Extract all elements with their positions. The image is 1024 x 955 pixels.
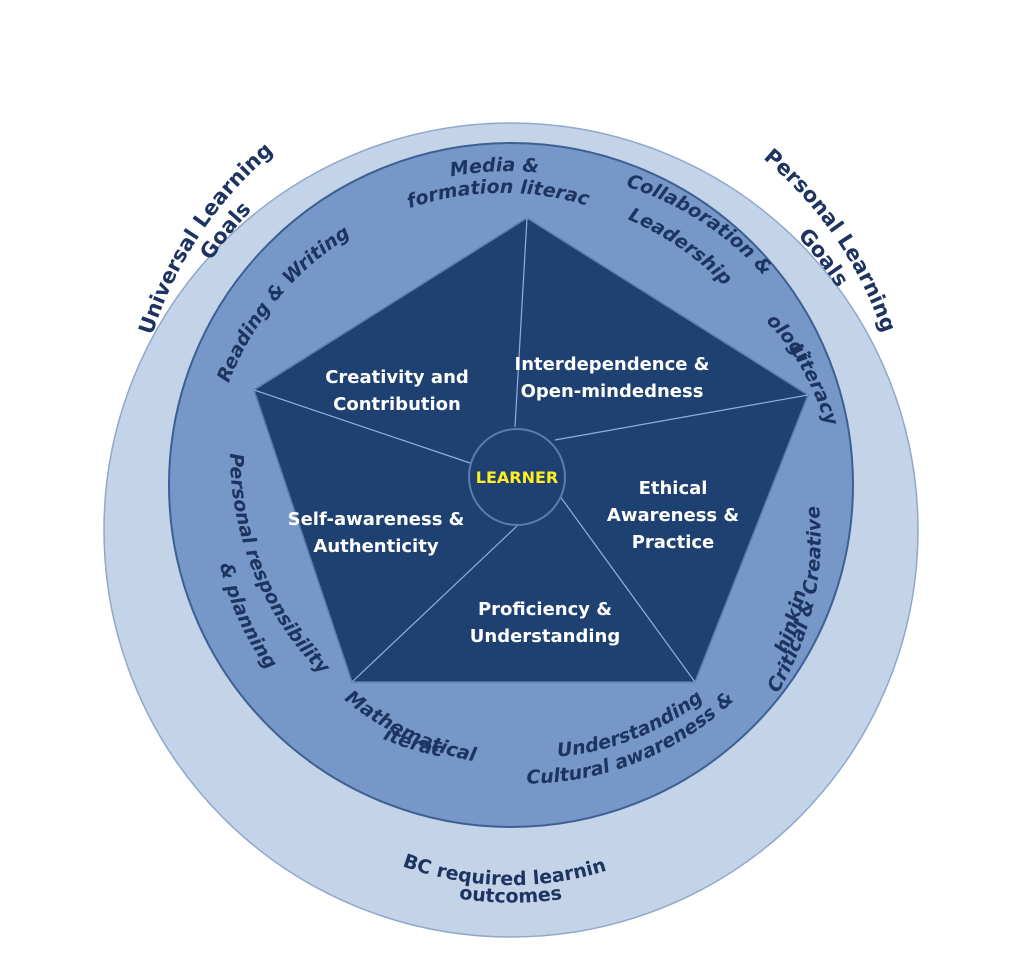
segment-ethical-line-1: Ethical	[639, 478, 708, 499]
segment-creativity-line-1: Creativity and	[325, 367, 469, 388]
segment-self-awareness: Self-awareness & Authenticity	[288, 509, 465, 557]
divider-left	[253, 389, 477, 466]
segment-ethical: Ethical Awareness & Practice	[607, 478, 739, 553]
segment-creativity-line-2: Contribution	[333, 394, 461, 415]
divider-top	[514, 217, 528, 428]
segment-self-awareness-line-2: Authenticity	[313, 536, 438, 557]
divider-right	[554, 394, 809, 441]
segment-proficiency-line-1: Proficiency &	[478, 599, 612, 620]
segment-interdependence-line-1: Interdependence &	[515, 354, 710, 375]
pentagon-dividers	[253, 217, 809, 683]
bc-outcomes-line-2: outcomes	[458, 882, 563, 908]
media-literacy-line-2: information literacy	[0, 0, 593, 213]
divider-bottom-right	[553, 487, 696, 683]
segment-self-awareness-line-1: Self-awareness &	[288, 509, 465, 530]
segment-interdependence-line-2: Open-mindedness	[521, 381, 704, 402]
segment-proficiency-line-2: Understanding	[470, 626, 620, 647]
center-label-learner: LEARNER	[476, 468, 558, 487]
segment-ethical-line-3: Practice	[632, 532, 715, 553]
segment-ethical-line-2: Awareness &	[607, 505, 739, 526]
divider-bottom-left	[351, 525, 518, 683]
segment-proficiency: Proficiency & Understanding	[470, 599, 620, 647]
segment-creativity: Creativity and Contribution	[325, 367, 469, 415]
segment-interdependence: Interdependence & Open-mindedness	[515, 354, 710, 402]
center-circle	[468, 428, 566, 526]
